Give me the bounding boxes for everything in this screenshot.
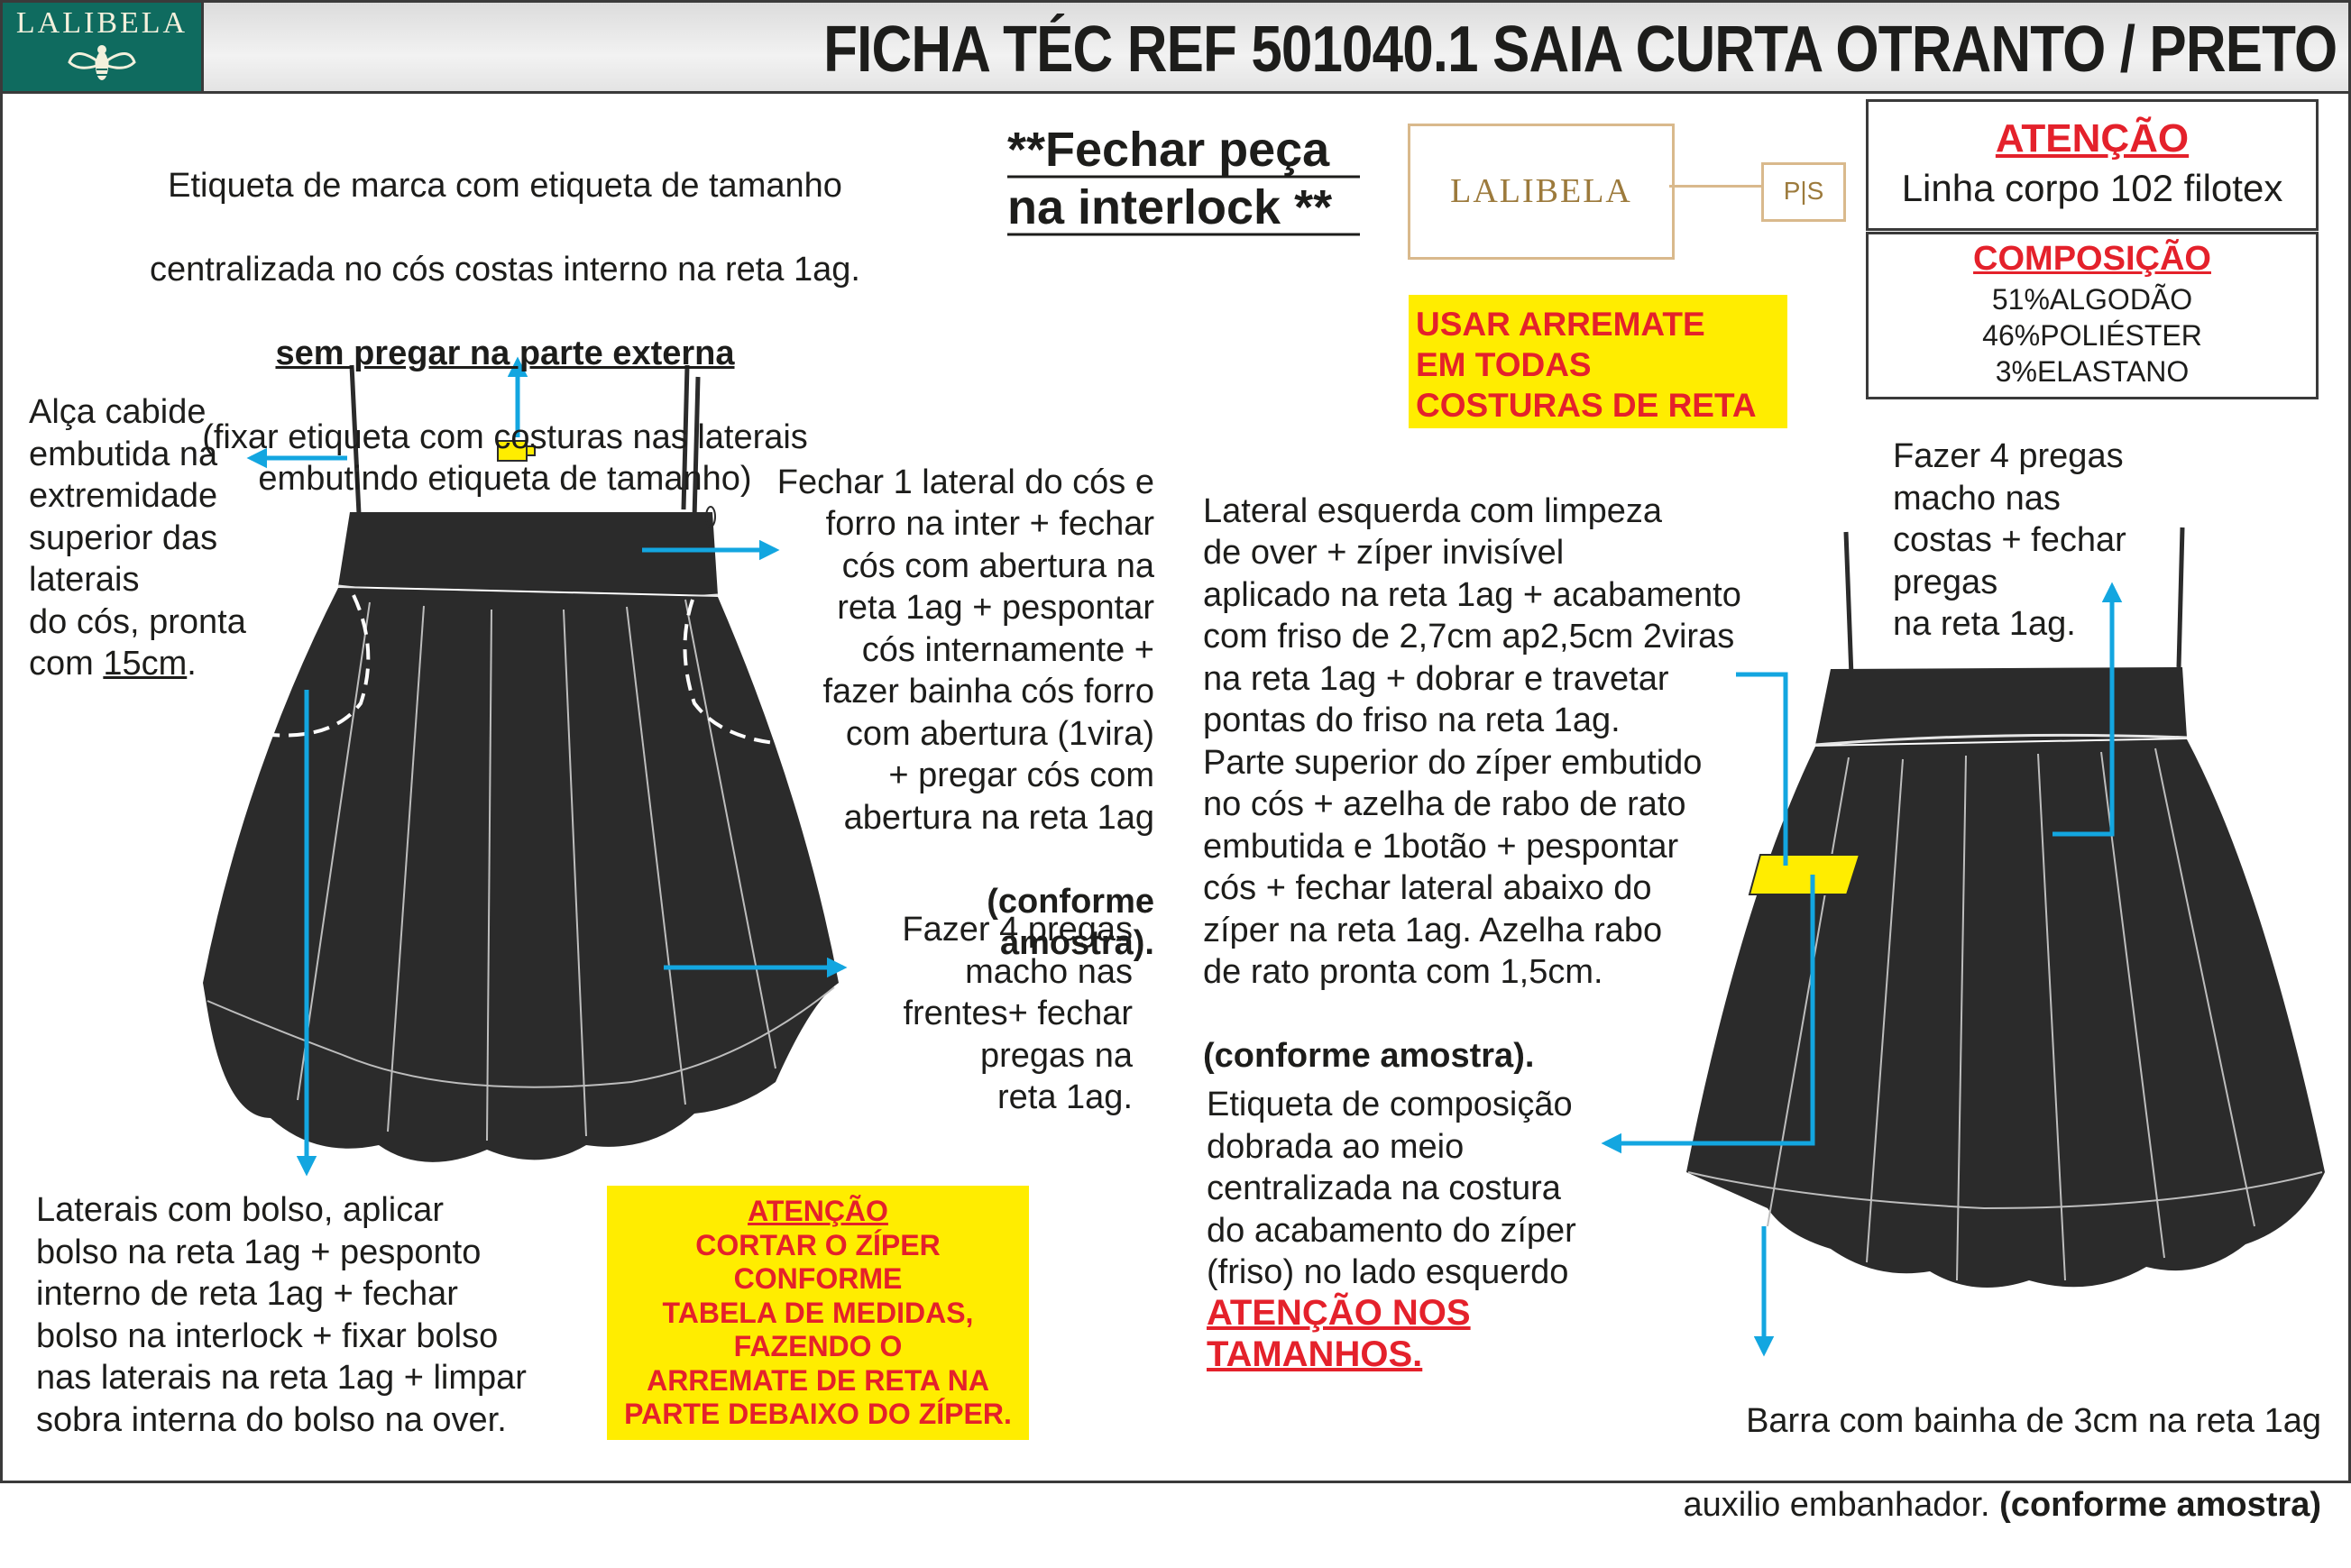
zipper-note: Lateral esquerda com limpeza de over + z… bbox=[1203, 448, 1816, 1119]
header-bar bbox=[3, 3, 2348, 94]
brand-label-note-line-2: centralizada no cós costas interno na re… bbox=[150, 250, 860, 289]
size-tag-text: P|S bbox=[1783, 177, 1824, 205]
attention-title: ATENÇÃO bbox=[1995, 116, 2190, 160]
waistband-note-sample: (conforme amostra). bbox=[987, 882, 1154, 963]
hem-note-line-1: Barra com bainha de 3cm na reta 1ag bbox=[1746, 1401, 2321, 1440]
hanger-note-size: 15cm bbox=[103, 645, 188, 683]
composition-box: COMPOSIÇÃO 51%ALGODÃO 46%POLIÉSTER 3%ELA… bbox=[1866, 232, 2319, 399]
zipper-cut-body: CORTAR O ZÍPER CONFORME TABELA DE MEDIDA… bbox=[624, 1228, 1012, 1431]
sizes-warning: ATENÇÃO NOS TAMANHOS. bbox=[1207, 1293, 1471, 1374]
composition-line-2: 46%POLIÉSTER bbox=[1982, 319, 2202, 352]
page-frame bbox=[0, 0, 2351, 1483]
bee-icon bbox=[68, 45, 136, 80]
composition-line-1: 51%ALGODÃO bbox=[1991, 283, 2193, 316]
composition-title: COMPOSIÇÃO bbox=[1973, 240, 2211, 278]
pockets-note: Laterais com bolso, aplicar bolso na ret… bbox=[36, 1191, 527, 1439]
zipper-note-sample: (conforme amostra). bbox=[1203, 1037, 1535, 1075]
arremate-note: USAR ARREMATE EM TODAS COSTURAS DE RETA bbox=[1409, 295, 1787, 428]
brand-label-note-line-1: Etiqueta de marca com etiqueta de tamanh… bbox=[168, 166, 842, 205]
hem-note-sample: (conforme amostra) bbox=[1999, 1485, 2321, 1524]
attention-text: Linha corpo 102 filotex bbox=[1901, 167, 2283, 209]
interlock-note: **Fechar peça na interlock ** bbox=[1007, 121, 1332, 236]
front-pleats-note: Fazer 4 pregas macho nas frentes+ fechar… bbox=[902, 911, 1133, 1116]
attention-box: ATENÇÃO Linha corpo 102 filotex bbox=[1866, 99, 2319, 231]
brand-label-note-line-4: (fixar etiqueta com costuras nas laterai… bbox=[202, 417, 808, 499]
brand-logo: LALIBELA bbox=[3, 3, 204, 91]
hanger-loop-note: Alça cabide embutida na extremidade supe… bbox=[29, 391, 299, 685]
hem-note-line-2: auxilio embanhador. bbox=[1683, 1485, 2000, 1524]
zipper-cut-warning: ATENÇÃO CORTAR O ZÍPER CONFORME TABELA D… bbox=[607, 1186, 1029, 1440]
hem-note: Barra com bainha de 3cm na reta 1ag auxi… bbox=[1407, 1358, 2321, 1568]
size-tag-image: P|S bbox=[1761, 162, 1846, 222]
zipper-note-text: Lateral esquerda com limpeza de over + z… bbox=[1203, 491, 1741, 992]
interlock-note-line-1: **Fechar peça bbox=[1007, 123, 1330, 177]
composition-label-note: Etiqueta de composição dobrada ao meio c… bbox=[1207, 1086, 1576, 1291]
label-connector bbox=[1669, 185, 1761, 188]
brand-label-text: LALIBELA bbox=[1450, 172, 1632, 210]
brand-label-note: Etiqueta de marca com etiqueta de tamanh… bbox=[81, 123, 929, 542]
zipper-cut-title: ATENÇÃO bbox=[748, 1195, 888, 1227]
brand-label-image: LALIBELA bbox=[1408, 124, 1675, 260]
interlock-note-line-2: na interlock ** bbox=[1007, 180, 1333, 234]
hanger-note-end: . bbox=[187, 645, 197, 683]
logo-text: LALIBELA bbox=[15, 6, 188, 40]
hanger-note-text: Alça cabide embutida na extremidade supe… bbox=[29, 393, 246, 683]
waistband-note: Fechar 1 lateral do cós e forro na inter… bbox=[703, 419, 1154, 1006]
brand-label-note-line-3: sem pregar na parte externa bbox=[275, 334, 735, 372]
back-pleats-note: Fazer 4 pregas macho nas costas + fechar… bbox=[1893, 437, 2126, 643]
waistband-note-text: Fechar 1 lateral do cós e forro na inter… bbox=[776, 463, 1154, 837]
composition-line-3: 3%ELASTANO bbox=[1995, 355, 2190, 388]
page-title: FICHA TÉC REF 501040.1 SAIA CURTA OTRANT… bbox=[822, 14, 2337, 86]
